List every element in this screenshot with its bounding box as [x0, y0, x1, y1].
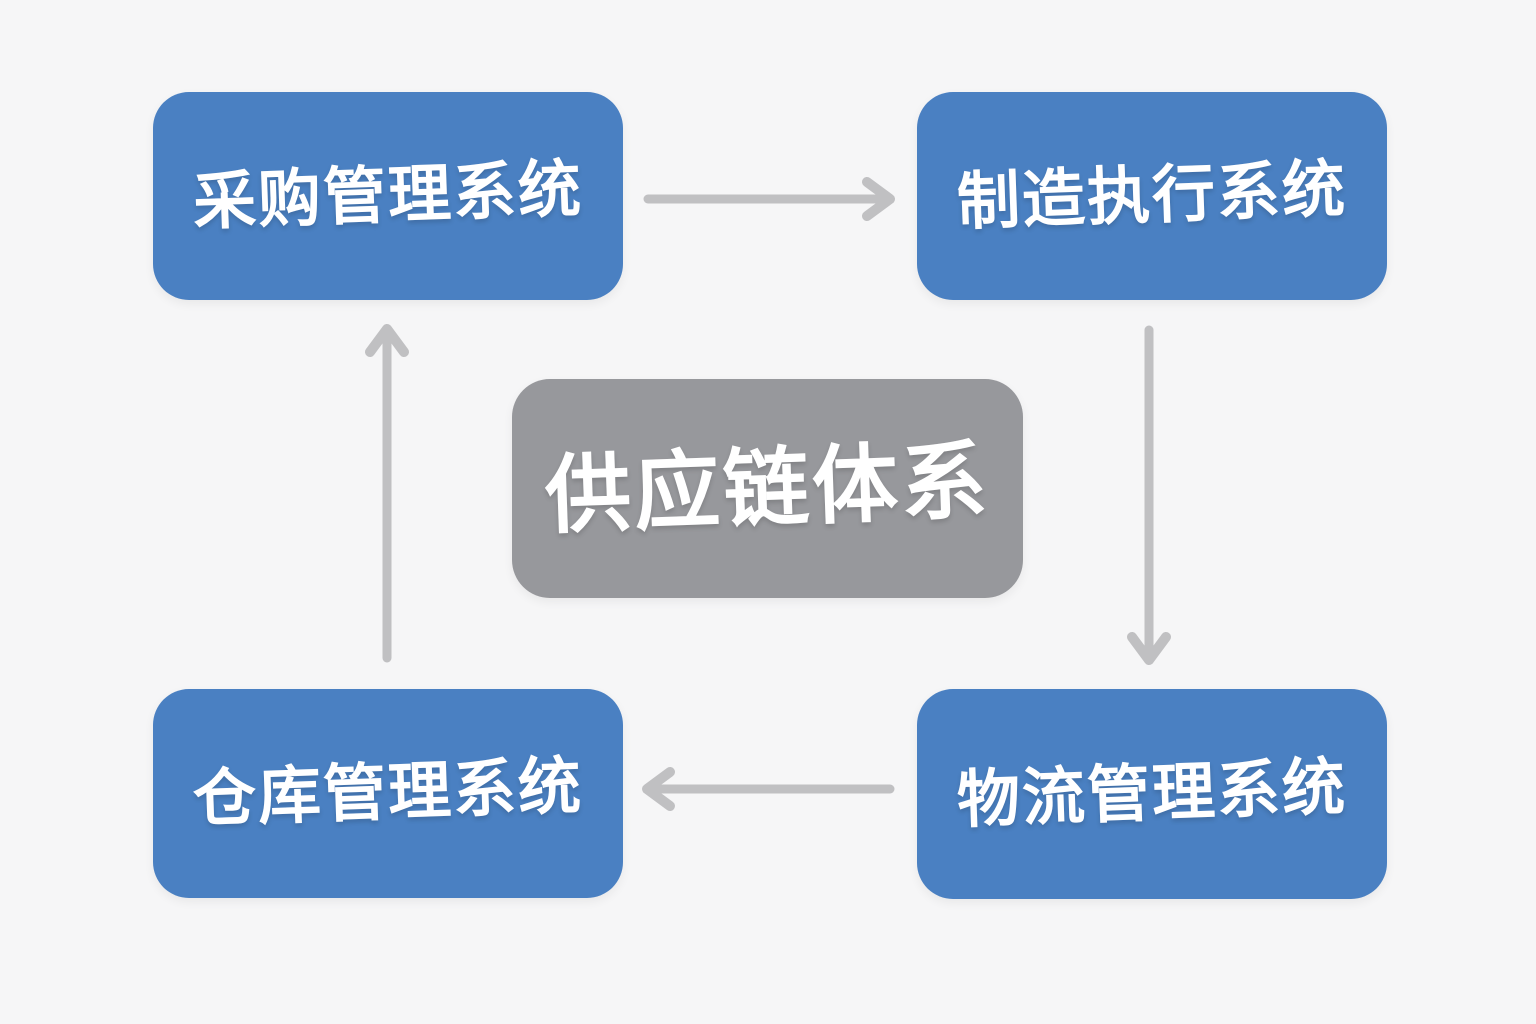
node-warehouse-label: 仓库管理系统 [191, 751, 585, 835]
arrow-logistics-to-warehouse [642, 767, 895, 811]
node-procurement-label: 采购管理系统 [191, 153, 585, 238]
node-procurement: 采购管理系统 [153, 92, 623, 300]
node-logistics-label: 物流管理系统 [955, 751, 1349, 836]
node-logistics: 物流管理系统 [917, 689, 1387, 899]
node-manufacturing-execution-label: 制造执行系统 [955, 153, 1349, 238]
node-supply-chain-center: 供应链体系 [512, 379, 1023, 598]
arrow-procurement-to-manufacturing [643, 177, 895, 221]
arrow-manufacturing-to-logistics [1127, 325, 1171, 665]
node-manufacturing-execution: 制造执行系统 [917, 92, 1387, 300]
arrow-warehouse-to-procurement [365, 324, 409, 663]
node-warehouse: 仓库管理系统 [153, 689, 623, 898]
diagram-title: 供应链体系 [543, 432, 992, 545]
